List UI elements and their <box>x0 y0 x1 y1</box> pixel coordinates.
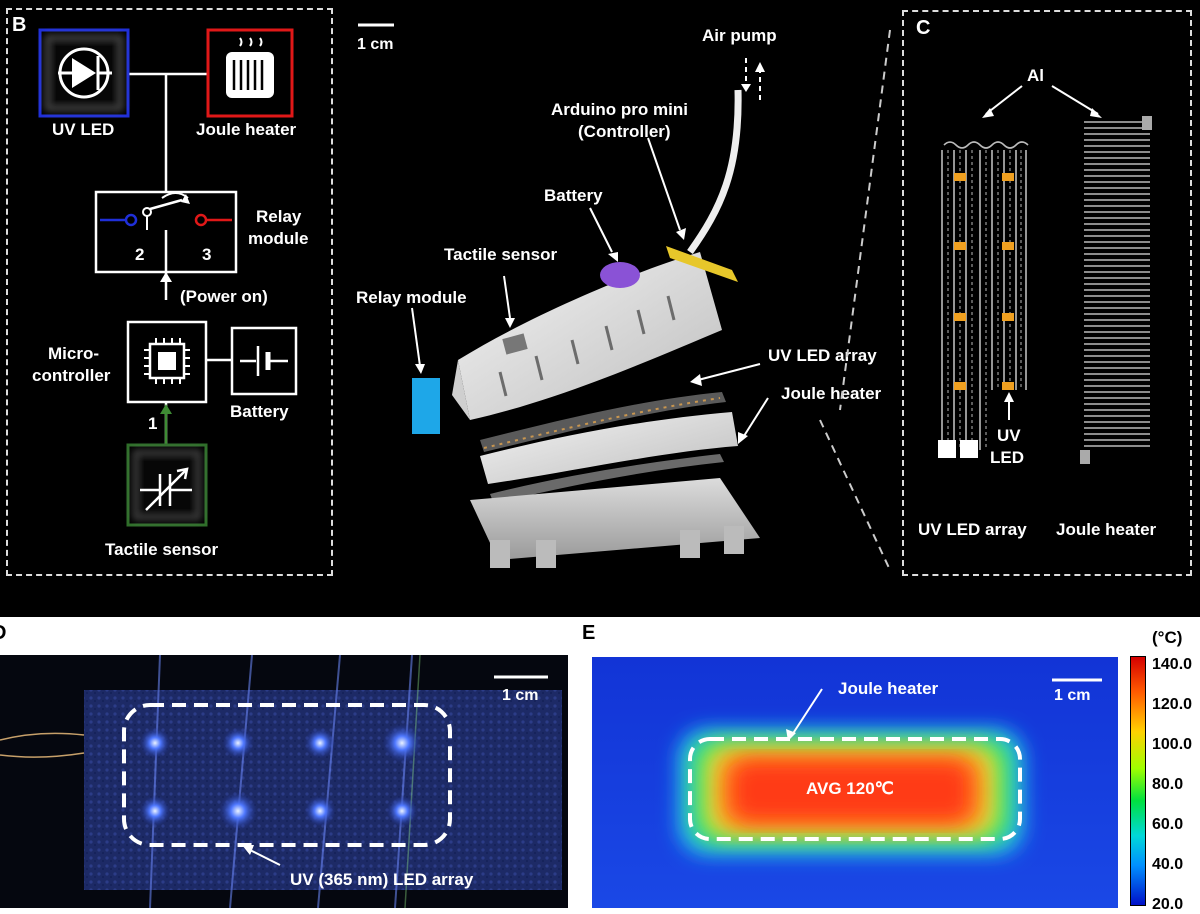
panel-d-photo <box>0 655 568 908</box>
colorbar-ticks: 140.0 120.0 100.0 80.0 60.0 40.0 20.0 <box>1152 0 1200 913</box>
battery-label: Battery <box>230 402 289 421</box>
thermal-image <box>592 657 1118 908</box>
panel-b-label: B <box>12 14 27 36</box>
battery-box <box>230 326 298 396</box>
panel-e-heater-label: Joule heater <box>838 679 939 698</box>
heater-outline <box>688 737 1022 841</box>
uv-led-label: UV LED <box>52 120 115 139</box>
colorbar-tick: 20.0 <box>1152 896 1184 913</box>
arduino-label-2: (Controller) <box>578 122 671 141</box>
colorbar-tick: 100.0 <box>1152 736 1193 753</box>
battery-coin <box>600 262 640 288</box>
arduino-board <box>666 246 738 282</box>
panel-e-label: E <box>582 622 596 644</box>
panel-d-caption: UV (365 nm) LED array <box>290 870 474 889</box>
colorbar-unit: (°C) <box>1152 628 1183 647</box>
colorbar-tick: 40.0 <box>1152 856 1184 873</box>
tactile-sensor-device-label: Tactile sensor <box>444 245 558 264</box>
panel-e-scale-label: 1 cm <box>1054 687 1091 704</box>
joule-heater-device-label: Joule heater <box>781 384 882 403</box>
panel-c-layouts <box>938 85 1152 464</box>
panel-d-label: D <box>0 622 6 645</box>
avg-temp-label: AVG 120℃ <box>806 779 894 798</box>
colorbar <box>1130 656 1146 906</box>
uv-led-c-label-2: LED <box>990 448 1024 467</box>
led-photo <box>0 655 562 908</box>
power-on-label: (Power on) <box>180 287 268 306</box>
tactile-sensor-chip <box>502 333 528 355</box>
uv-led-box <box>38 28 130 118</box>
tactile-sensor-box <box>126 443 208 527</box>
panel-b <box>6 8 333 576</box>
panel-c-label: C <box>916 17 931 39</box>
joule-heater-label: Joule heater <box>196 120 297 139</box>
led-array-outline <box>122 703 452 847</box>
variable-capacitor-icon <box>140 467 192 511</box>
heater-box <box>206 28 294 118</box>
micro-label-1: Micro- <box>48 344 99 363</box>
relay-label-2: module <box>248 229 309 248</box>
led-dots <box>139 723 422 831</box>
device-exploded-view <box>358 23 769 568</box>
colorbar-tick: 120.0 <box>1152 696 1193 713</box>
arduino-label-1: Arduino pro mini <box>551 100 688 119</box>
chip-icon <box>148 342 186 380</box>
joule-heater-c-label: Joule heater <box>1056 520 1157 539</box>
panel-c <box>902 10 1192 576</box>
uv-led-array-device-label: UV LED array <box>768 346 877 365</box>
relay-module-device-label: Relay module <box>356 288 467 307</box>
uv-led-array-c-label: UV LED array <box>918 520 1027 539</box>
air-pump-label: Air pump <box>702 26 777 45</box>
panel-b-circuit <box>38 28 298 527</box>
uv-led-c-label-1: UV <box>997 426 1021 445</box>
panel-d-scale-label: 1 cm <box>502 687 539 704</box>
step-1-label: 1 <box>148 414 158 433</box>
relay-module-block <box>412 378 440 434</box>
colorbar-tick: 140.0 <box>1152 656 1193 673</box>
air-tube <box>687 89 742 255</box>
microcontroller-box <box>126 320 208 404</box>
al-label: Al <box>1027 66 1044 85</box>
heater-layer <box>490 454 724 504</box>
colorbar-tick: 80.0 <box>1152 776 1184 793</box>
micro-label-2: controller <box>32 366 111 385</box>
relay-label-1: Relay <box>256 207 302 226</box>
zoom-lines <box>819 29 891 571</box>
top-block <box>458 252 722 420</box>
battery-device-label: Battery <box>544 186 603 205</box>
tactile-sensor-label: Tactile sensor <box>105 540 219 559</box>
center-scale-bar-label: 1 cm <box>357 36 394 53</box>
switch-pos-3: 3 <box>202 245 212 264</box>
switch-pos-2: 2 <box>135 245 145 264</box>
battery-icon <box>240 346 288 376</box>
colorbar-tick: 60.0 <box>1152 816 1184 833</box>
